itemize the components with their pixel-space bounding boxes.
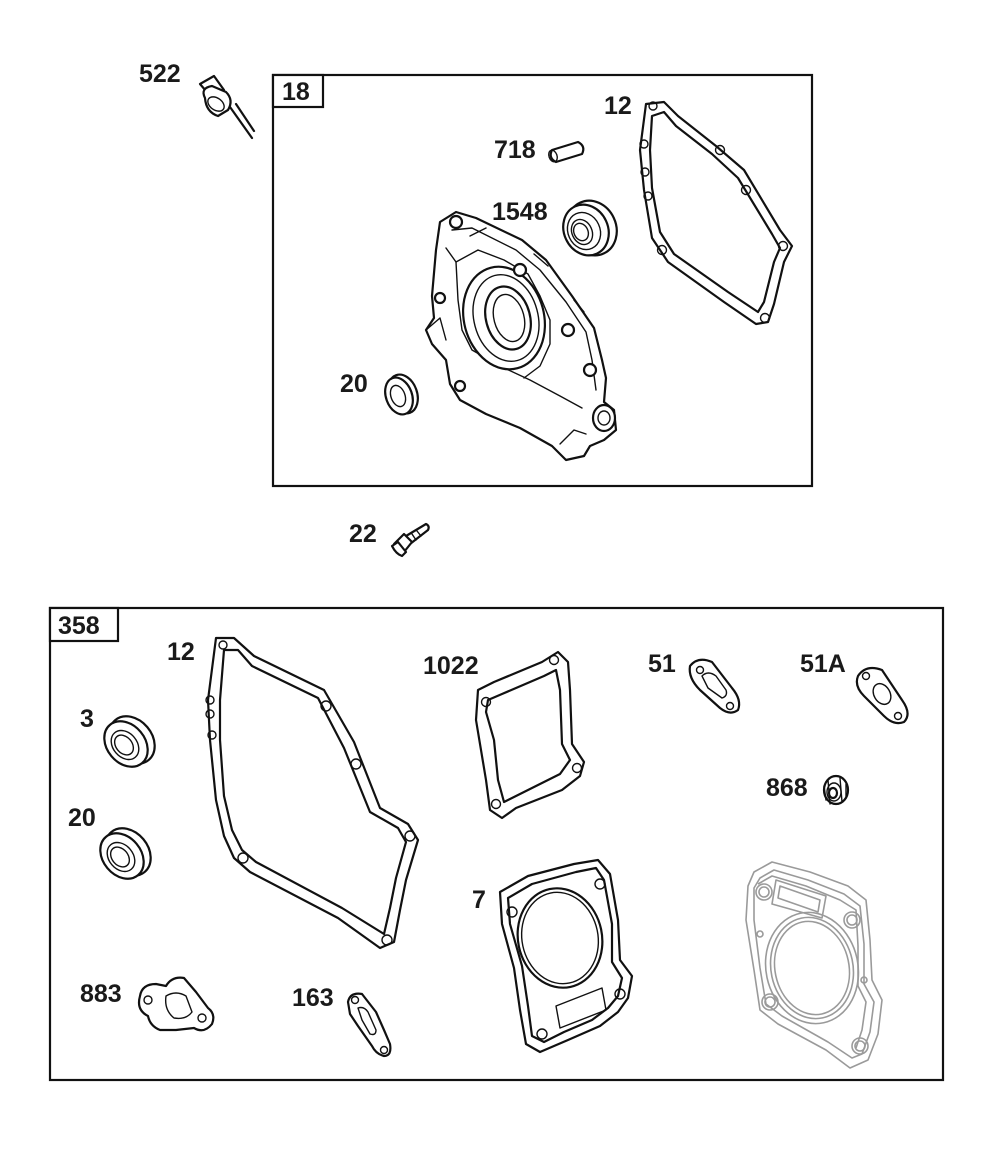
assembly-box-18: 18 bbox=[271, 73, 814, 488]
part-label-7: 7 bbox=[472, 886, 486, 914]
part-20-top-drawing bbox=[384, 373, 419, 416]
part-20-bottom-drawing bbox=[99, 827, 152, 880]
part-label-718: 718 bbox=[494, 136, 536, 164]
part-163-drawing bbox=[346, 992, 392, 1058]
part-51a-drawing bbox=[855, 666, 909, 725]
part-label-20-top: 20 bbox=[340, 370, 368, 398]
part-label-883: 883 bbox=[80, 980, 122, 1008]
part-12-bottom-drawing bbox=[205, 636, 420, 950]
assembly-tag-18: 18 bbox=[282, 78, 310, 106]
part-label-868: 868 bbox=[766, 774, 808, 802]
part-22-bolt-drawing bbox=[390, 522, 430, 558]
part-1548-drawing bbox=[562, 199, 618, 257]
part-label-22: 22 bbox=[349, 520, 377, 548]
part-label-51: 51 bbox=[648, 650, 676, 678]
part-718-drawing bbox=[548, 140, 585, 164]
part-7-drawing bbox=[498, 858, 634, 1054]
part-label-1022: 1022 bbox=[423, 652, 479, 680]
part-51-drawing bbox=[688, 658, 741, 714]
part-label-12-bottom: 12 bbox=[167, 638, 195, 666]
part-label-522: 522 bbox=[139, 60, 181, 88]
part-label-163: 163 bbox=[292, 984, 334, 1012]
part-522-drawing bbox=[198, 74, 256, 140]
part-3-drawing bbox=[103, 715, 156, 768]
ghost-gasket-drawing bbox=[745, 861, 883, 1069]
part-883-drawing bbox=[137, 976, 215, 1032]
part-label-3: 3 bbox=[80, 705, 94, 733]
part-label-51a: 51A bbox=[800, 650, 846, 678]
part-label-20-bottom: 20 bbox=[68, 804, 96, 832]
part-12-top-drawing bbox=[638, 100, 794, 326]
part-1022-drawing bbox=[474, 650, 586, 820]
part-18-crankcase-cover-drawing bbox=[424, 210, 618, 462]
part-868-drawing bbox=[822, 774, 850, 806]
assembly-tag-358: 358 bbox=[58, 612, 100, 640]
part-label-1548: 1548 bbox=[492, 198, 548, 226]
part-label-12-top: 12 bbox=[604, 92, 632, 120]
assembly-box-358: 358 bbox=[48, 606, 945, 1082]
